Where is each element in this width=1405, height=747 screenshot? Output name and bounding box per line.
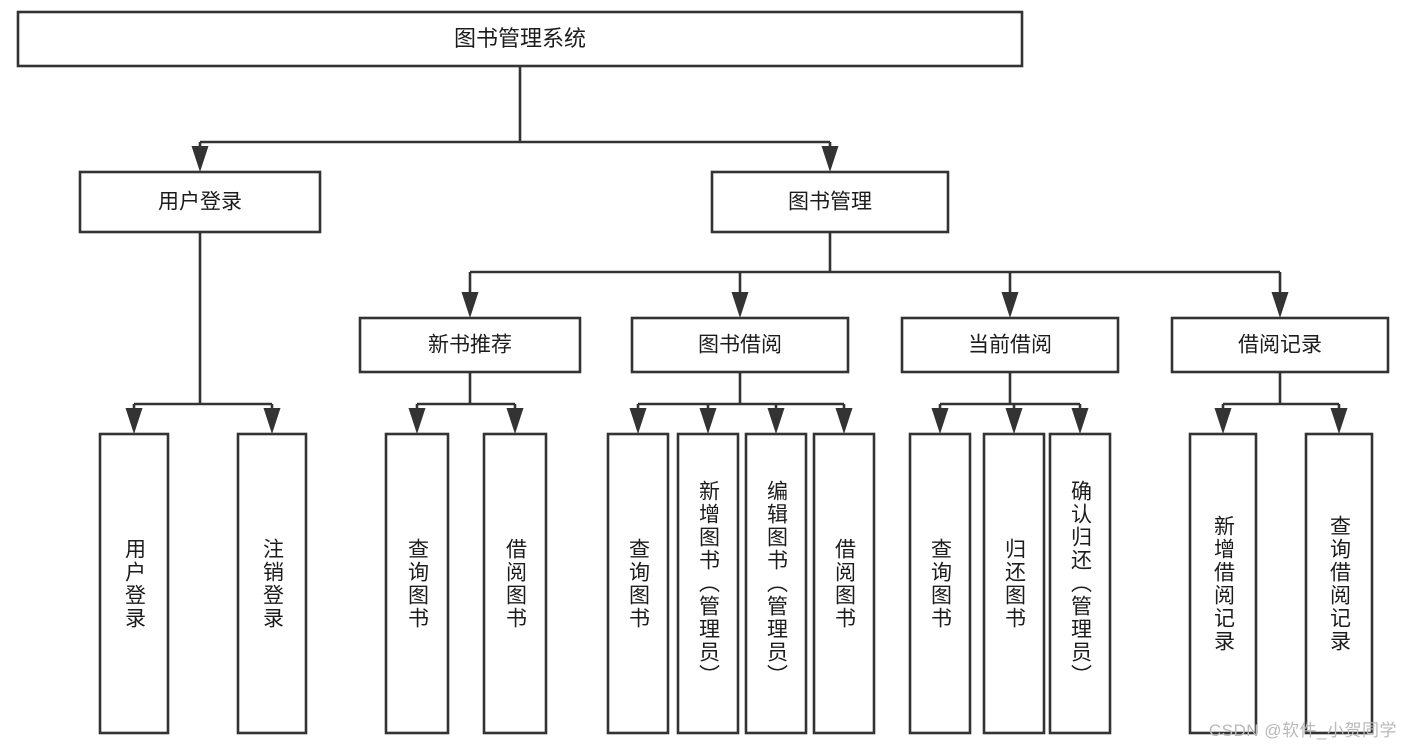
connector-current-to-leaf-0-arrowhead-icon [931,408,949,434]
node-l2-图书管理-label: 图书管理 [788,191,872,214]
connector-borrow-to-leaf-0-arrowhead-icon [629,408,647,434]
node-leaf-查询借阅记录[interactable] [1304,432,1374,735]
connector-current-to-leaf-1-arrowhead-icon [1005,408,1023,434]
node-l3-图书借阅-label: 图书借阅 [698,334,782,357]
node-leaf-查询图书[interactable] [606,432,670,735]
node-leaf-编辑图书（管理员）[interactable] [744,432,808,735]
connector-mgr-to-l3-0-arrowhead-icon [461,292,479,318]
connector-mgr-to-l3-2-arrowhead-icon [1001,292,1019,318]
node-l3-借阅记录-label: 借阅记录 [1238,334,1322,357]
node-leaf-归还图书[interactable] [982,432,1046,735]
node-l3-新书推荐-label: 新书推荐 [428,334,512,357]
node-l3-新书推荐[interactable] [358,316,582,374]
connector-record-to-leaf-1-arrowhead-icon [1330,408,1348,434]
node-leaf-查询图书[interactable] [908,432,972,735]
node-l3-当前借阅-label: 当前借阅 [968,334,1052,357]
connector-root-to-l2-0-arrowhead-icon [191,146,209,172]
node-leaf-用户登录[interactable] [98,432,170,735]
node-leaf-新增图书（管理员）[interactable] [676,432,740,735]
node-leaf-新增借阅记录[interactable] [1188,432,1258,735]
node-l2-用户登录[interactable] [78,170,322,234]
node-l3-图书借阅[interactable] [630,316,850,374]
connector-mgr-to-l3-1-arrowhead-icon [731,292,749,318]
connector-borrow-to-leaf-1-arrowhead-icon [699,408,717,434]
node-l3-借阅记录[interactable] [1170,316,1390,374]
connector-newbook-to-leaf-1-arrowhead-icon [506,408,524,434]
node-l2-用户登录-label: 用户登录 [158,191,242,214]
connector-root-to-l2-1-arrowhead-icon [821,146,839,172]
connector-current-to-leaf-2-arrowhead-icon [1071,408,1089,434]
node-leaf-注销登录[interactable] [236,432,308,735]
node-root-图书管理系统[interactable] [16,10,1024,68]
connector-newbook-to-leaf-0-arrowhead-icon [408,408,426,434]
node-leaf-借阅图书[interactable] [482,432,548,735]
node-leaf-确认归还（管理员）[interactable] [1048,432,1112,735]
node-root-图书管理系统-label: 图书管理系统 [454,26,586,51]
node-leaf-借阅图书[interactable] [812,432,876,735]
node-l2-图书管理[interactable] [710,170,950,234]
node-leaf-查询图书[interactable] [384,432,450,735]
connectors-layer [125,66,1348,434]
connector-borrow-to-leaf-3-arrowhead-icon [835,408,853,434]
connector-login-to-leaf-1-arrowhead-icon [263,408,281,434]
connector-login-to-leaf-0-arrowhead-icon [125,408,143,434]
connector-mgr-to-l3-3-arrowhead-icon [1271,292,1289,318]
node-l3-当前借阅[interactable] [900,316,1120,374]
boxes-layer [16,10,1390,735]
connector-borrow-to-leaf-2-arrowhead-icon [767,408,785,434]
connector-record-to-leaf-0-arrowhead-icon [1214,408,1232,434]
